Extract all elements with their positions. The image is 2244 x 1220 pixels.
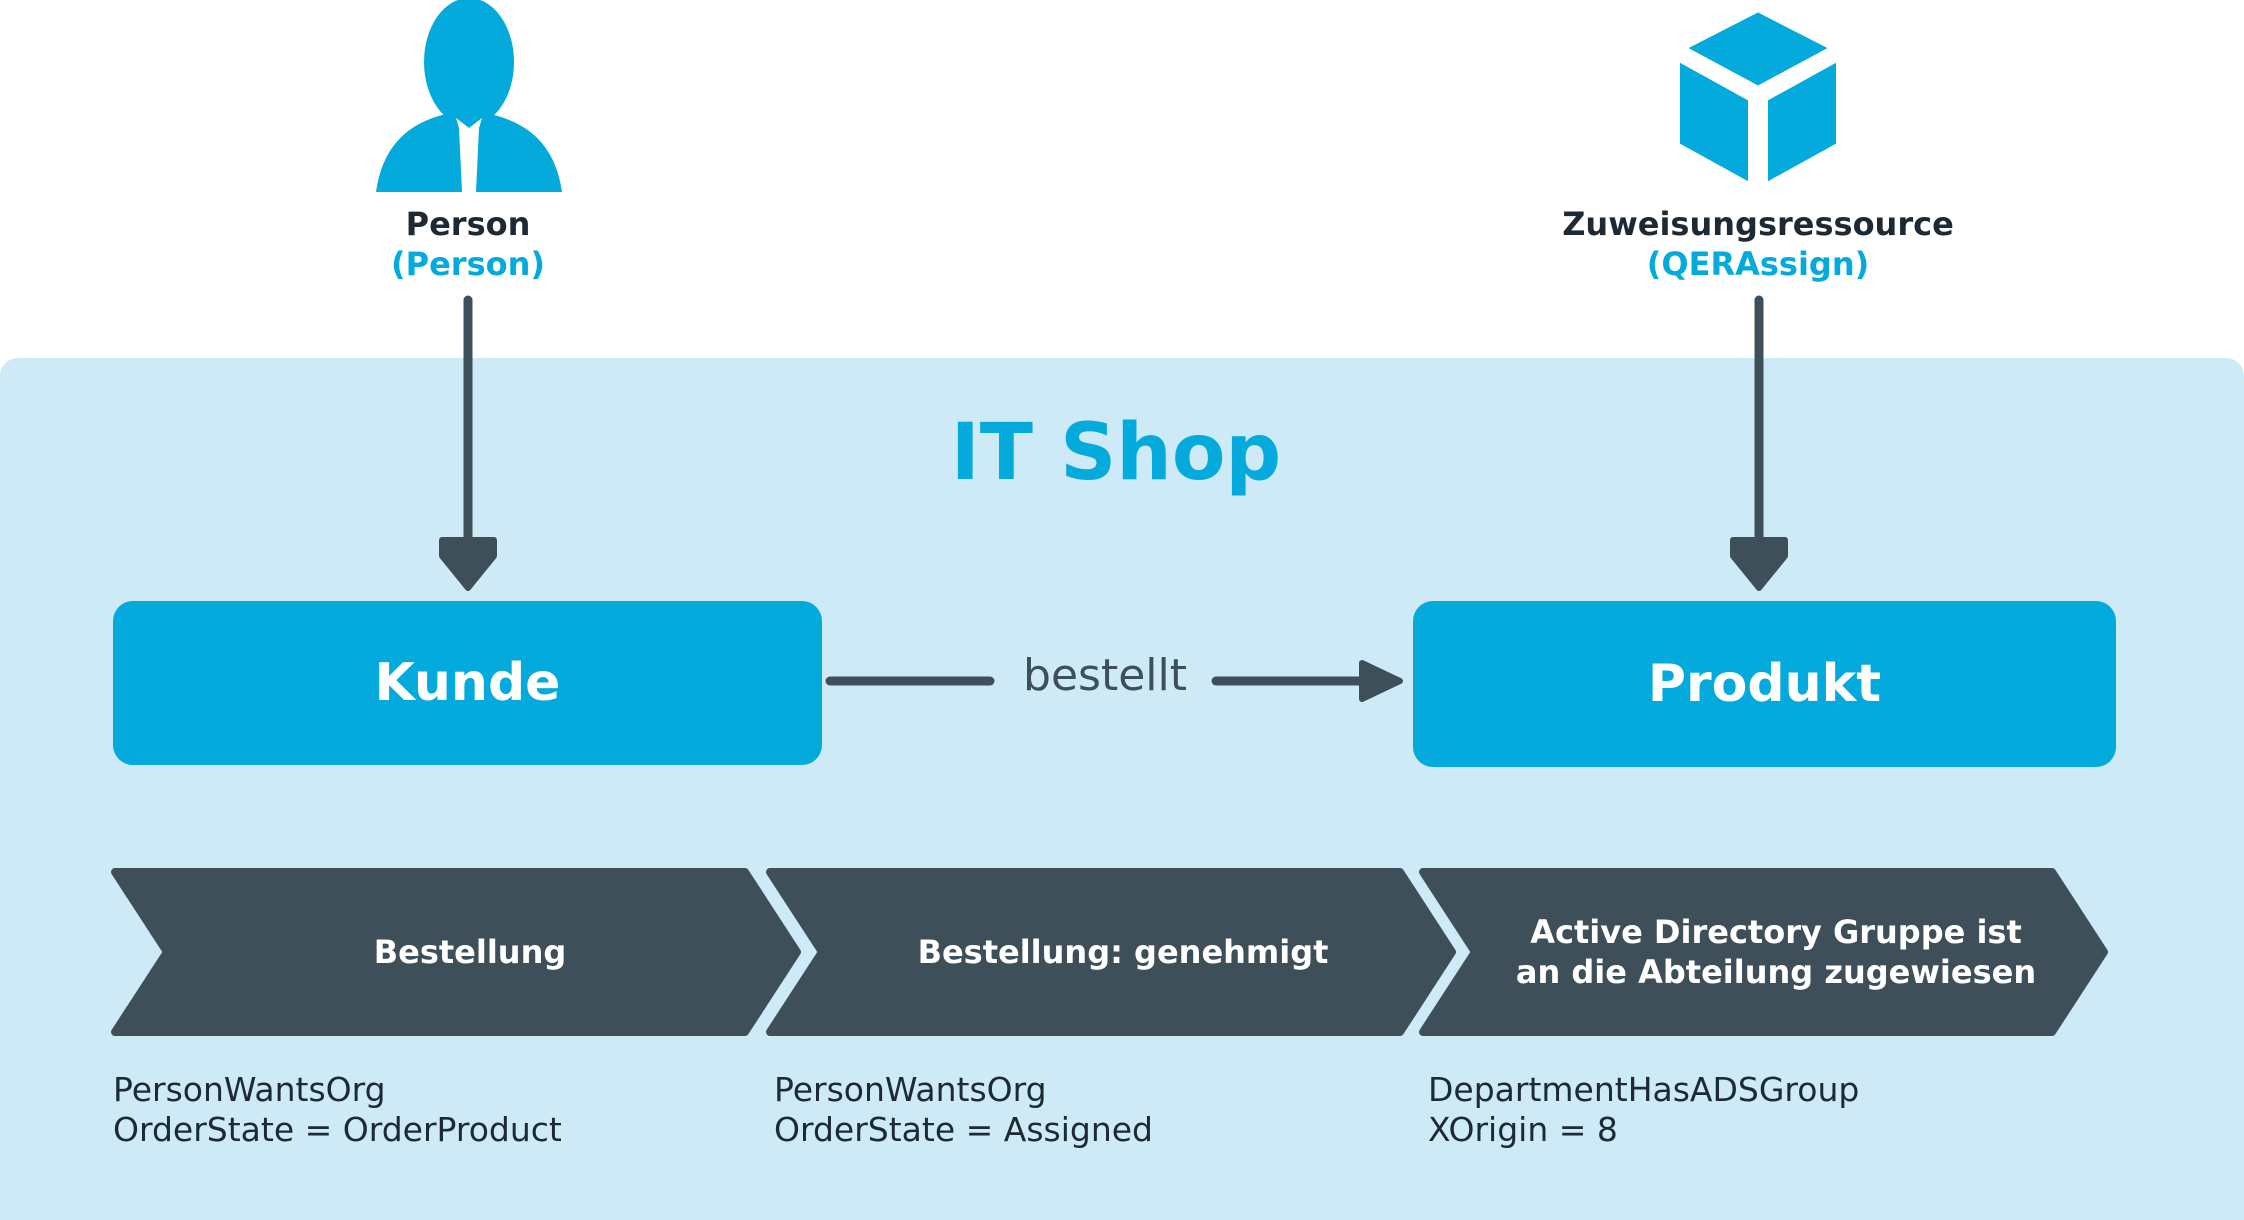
person-icon xyxy=(376,0,562,192)
shop-title: IT Shop xyxy=(950,408,1282,498)
customer-label: Kunde xyxy=(374,653,561,713)
customer-box: Kunde xyxy=(113,601,822,765)
actor-table-assignment: (QERAssign) xyxy=(1646,245,1870,283)
actor-table-person: (Person) xyxy=(391,245,545,283)
product-label: Produkt xyxy=(1647,654,1882,714)
step-chevron-3 xyxy=(1419,868,2108,1036)
step-info-2: PersonWantsOrg OrderState = Assigned xyxy=(774,1070,1153,1150)
step-info-condition: XOrigin = 8 xyxy=(1428,1110,1618,1149)
step-info-table: PersonWantsOrg xyxy=(113,1070,386,1109)
step-chevron-1 xyxy=(111,868,801,1036)
product-box: Produkt xyxy=(1413,601,2116,767)
cube-icon xyxy=(1672,4,1844,192)
step-label-2: Bestellung: genehmigt xyxy=(917,933,1329,971)
actor-name-person: Person xyxy=(405,205,531,243)
step-info-1: PersonWantsOrg OrderState = OrderProduct xyxy=(113,1070,562,1150)
step-chevron-2 xyxy=(766,868,1456,1036)
step-label-3: Active Directory Gruppe ist an die Abtei… xyxy=(1515,913,2037,991)
step-info-condition: OrderState = OrderProduct xyxy=(113,1110,562,1149)
actor-name-assignment: Zuweisungsressource xyxy=(1562,205,1954,243)
step-info-3: DepartmentHasADSGroup XOrigin = 8 xyxy=(1428,1070,1859,1150)
step-label-1: Bestellung xyxy=(373,933,567,971)
step-info-condition: OrderState = Assigned xyxy=(774,1110,1154,1149)
it-shop-region xyxy=(0,358,2244,1220)
step-info-table: DepartmentHasADSGroup xyxy=(1428,1070,1860,1109)
step-info-table: PersonWantsOrg xyxy=(774,1070,1047,1109)
relation-label: bestellt xyxy=(1023,650,1187,701)
